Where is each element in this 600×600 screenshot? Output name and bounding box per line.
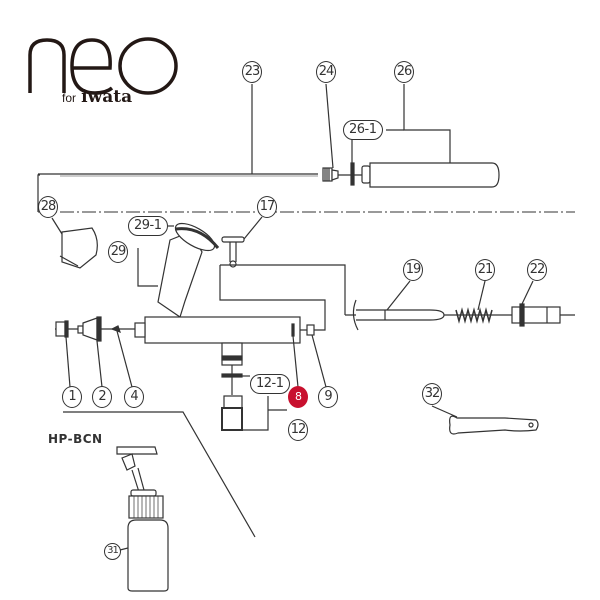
callout-8-highlighted[interactable]: 8 bbox=[288, 386, 308, 408]
callout-21[interactable]: 21 bbox=[475, 259, 495, 281]
callout-23[interactable]: 23 bbox=[242, 61, 262, 83]
callout-24[interactable]: 24 bbox=[316, 61, 336, 83]
callout-26-1[interactable]: 26-1 bbox=[343, 120, 383, 140]
callout-17[interactable]: 17 bbox=[257, 196, 277, 218]
airbrush-body bbox=[134, 222, 301, 431]
handle-26 bbox=[338, 84, 500, 188]
callout-1[interactable]: 1 bbox=[62, 386, 82, 408]
front-parts-1-2-4 bbox=[55, 316, 135, 388]
logo-prefix: for bbox=[62, 91, 77, 105]
callout-29-1[interactable]: 29-1 bbox=[128, 216, 168, 236]
callout-2[interactable]: 2 bbox=[92, 386, 112, 408]
callout-31[interactable]: 31 bbox=[104, 543, 121, 560]
neo-logo bbox=[28, 37, 178, 95]
wrench-32 bbox=[431, 405, 539, 435]
iwata-brand-text: for iwata bbox=[62, 87, 132, 107]
separator-line bbox=[63, 411, 256, 538]
bottle-31 bbox=[116, 446, 169, 592]
rear-parts-8-9 bbox=[291, 323, 327, 388]
needle-part-23 bbox=[37, 84, 575, 213]
needle-chucking-nut-24 bbox=[322, 83, 339, 182]
callout-12-1[interactable]: 12-1 bbox=[250, 374, 290, 394]
lever-17 bbox=[219, 216, 346, 331]
callout-28[interactable]: 28 bbox=[38, 196, 58, 218]
callout-32[interactable]: 32 bbox=[422, 383, 442, 405]
callout-9[interactable]: 9 bbox=[318, 386, 338, 408]
rear-parts-19-21-22 bbox=[345, 280, 575, 331]
callout-22[interactable]: 22 bbox=[527, 259, 547, 281]
logo-brand: iwata bbox=[81, 87, 133, 107]
set-label: HP-BCN bbox=[48, 432, 103, 446]
callout-19[interactable]: 19 bbox=[403, 259, 423, 281]
callout-12[interactable]: 12 bbox=[288, 419, 308, 441]
callout-4[interactable]: 4 bbox=[124, 386, 144, 408]
callout-26[interactable]: 26 bbox=[394, 61, 414, 83]
cup-lid-28 bbox=[51, 217, 98, 269]
callout-29[interactable]: 29 bbox=[108, 241, 128, 263]
